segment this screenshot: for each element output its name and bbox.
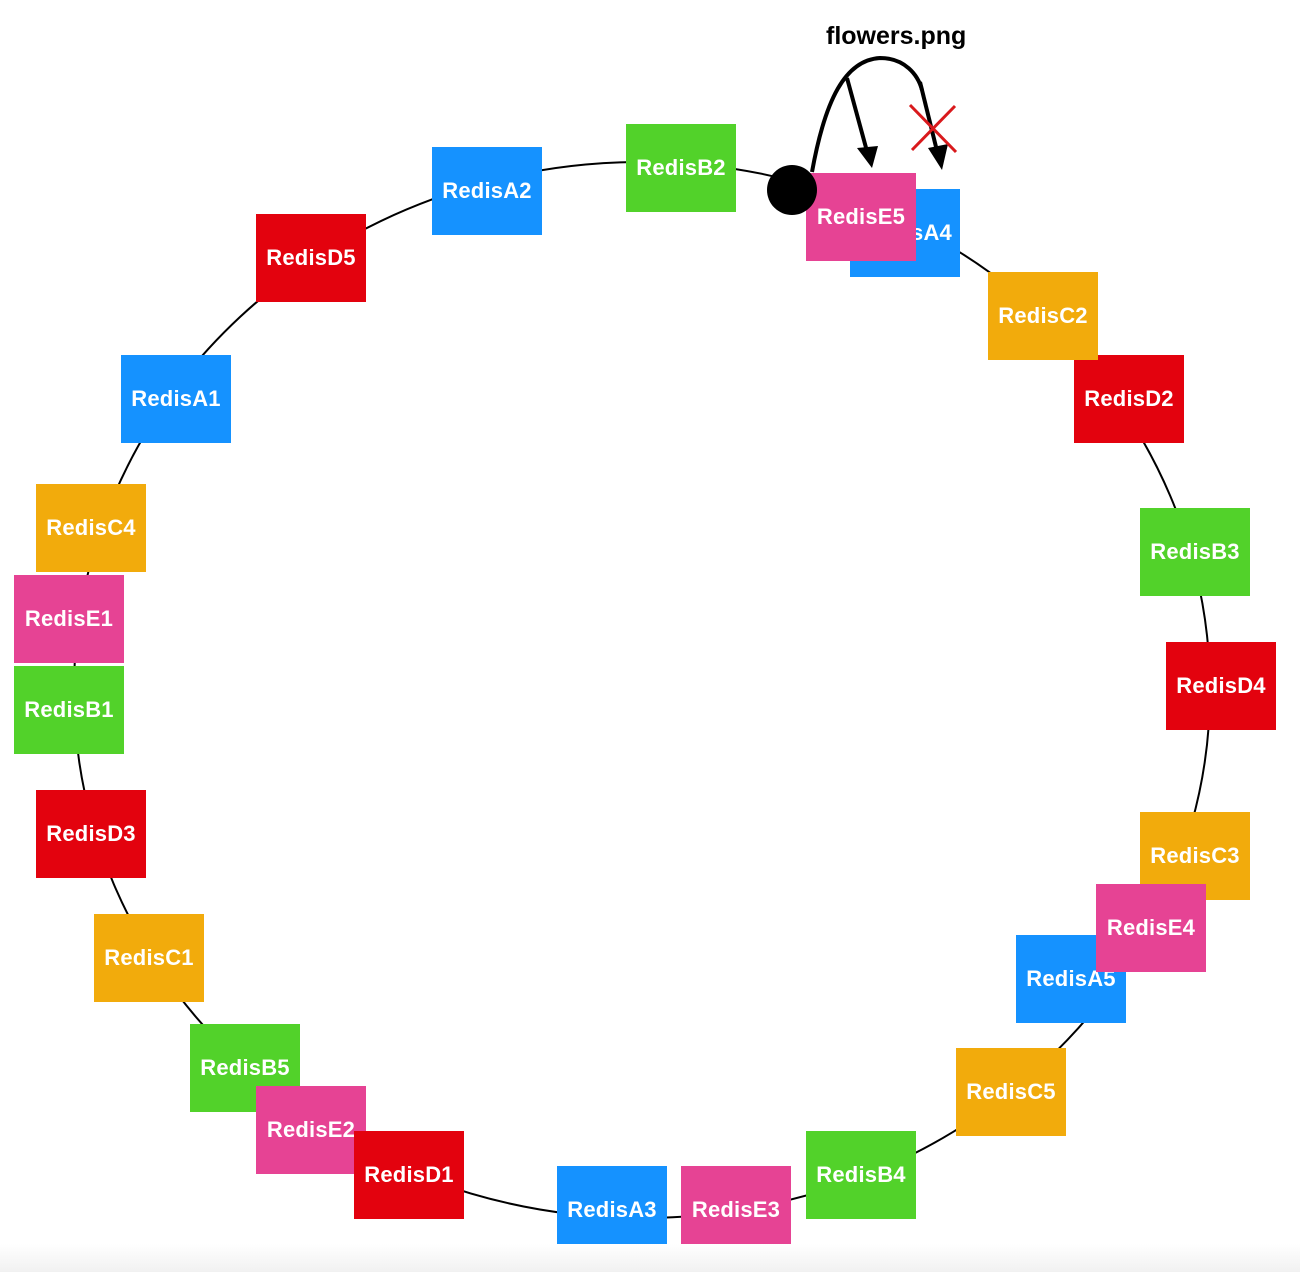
node-redisa2: RedisA2 [432,147,542,235]
node-label: RedisE4 [1106,915,1196,940]
node-label: RedisC3 [1150,843,1240,868]
node-redisc2: RedisC2 [988,272,1098,360]
bottom-edge [0,1244,1300,1272]
node-label: RedisD1 [364,1162,454,1187]
node-redisb4: RedisB4 [806,1131,916,1219]
node-label: RedisE5 [816,204,906,229]
node-label: RedisD5 [266,245,356,270]
node-redisa5: RedisA5 [1016,935,1126,1023]
node-label: RedisC2 [998,303,1088,328]
node-redise2: RedisE2 [256,1086,366,1174]
node-redisd2: RedisD2 [1074,355,1184,443]
node-redisd5: RedisD5 [256,214,366,302]
node-label: RedisB1 [24,697,114,722]
node-label: RedisC5 [966,1079,1056,1104]
node-label: RedisE3 [691,1197,781,1222]
node-redise1: RedisE1 [14,575,124,663]
node-label: RedisB4 [816,1162,906,1187]
file-label: flowers.png [826,22,967,50]
node-label: RedisA1 [131,386,221,411]
node-redisc4: RedisC4 [36,484,146,572]
node-redisb2: RedisB2 [626,124,736,212]
node-label: RedisA2 [442,178,532,203]
node-label: RedisC4 [46,515,136,540]
node-redise4: RedisE4 [1096,884,1206,972]
node-redise5: RedisE5 [806,173,916,261]
node-redisd3: RedisD3 [36,790,146,878]
node-redisa3: RedisA3 [557,1166,667,1254]
node-label: RedisB3 [1150,539,1240,564]
node-label: RedisD3 [46,821,136,846]
node-label: RedisE2 [266,1117,356,1142]
node-label: RedisB2 [636,155,726,180]
node-redisd4: RedisD4 [1166,642,1276,730]
node-redise3: RedisE3 [681,1166,791,1254]
node-redisc1: RedisC1 [94,914,204,1002]
node-label: RedisB5 [200,1055,290,1080]
node-redisc5: RedisC5 [956,1048,1066,1136]
node-redisd1: RedisD1 [354,1131,464,1219]
node-label: RedisC1 [104,945,194,970]
node-redisa1: RedisA1 [121,355,231,443]
node-label: RedisE1 [24,606,114,631]
node-label: RedisA3 [567,1197,657,1222]
node-label: RedisD2 [1084,386,1174,411]
node-label: RedisD4 [1176,673,1266,698]
node-redisb1: RedisB1 [14,666,124,754]
node-redisb3: RedisB3 [1140,508,1250,596]
